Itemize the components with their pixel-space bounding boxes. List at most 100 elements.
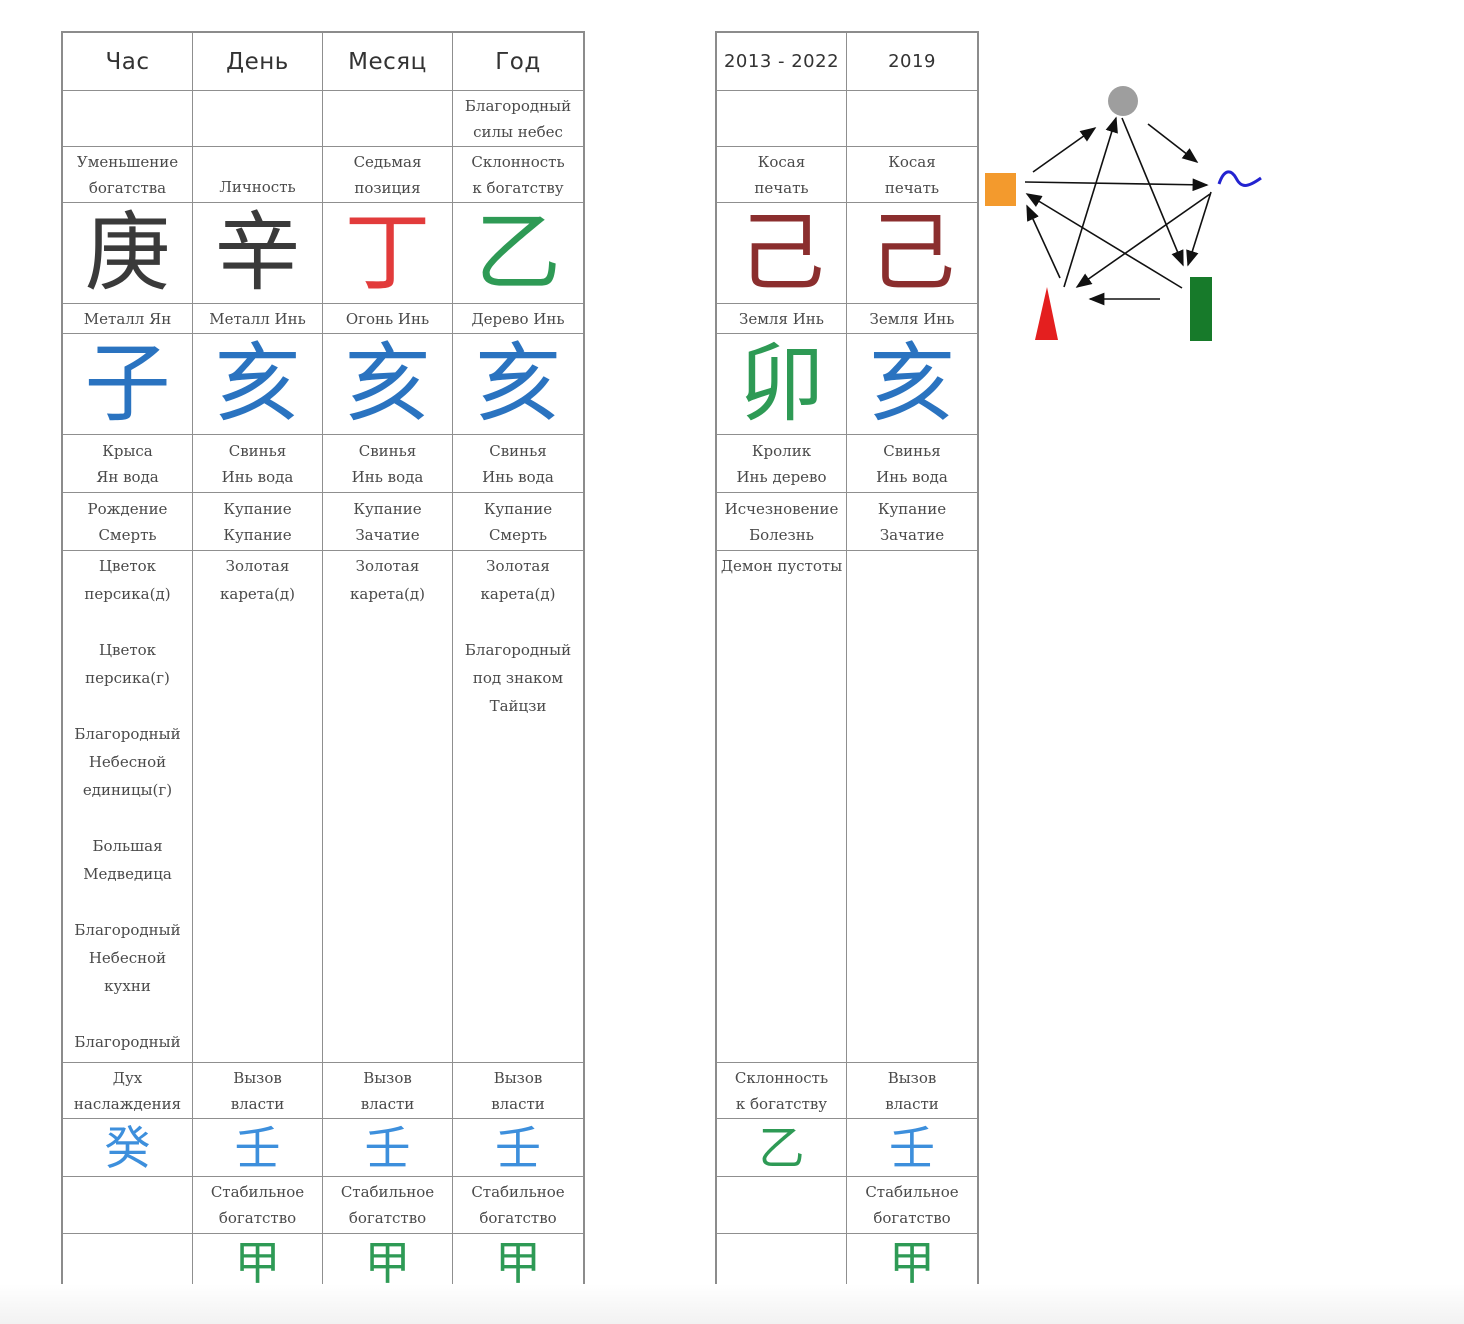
cell-text-line: карета(д): [220, 585, 295, 603]
arrow-fire-to-metal: [1063, 116, 1118, 288]
cell-text-line: Небесной: [88, 949, 167, 967]
stem-element-cell: Дерево Инь: [453, 304, 583, 334]
cell-text-line: печать: [754, 178, 809, 197]
branch-cell: 亥: [323, 334, 453, 435]
stem-element-cell: Металл Ян: [63, 304, 193, 334]
cell-text-line: единицы(г): [82, 781, 173, 799]
cell-text-line: Золотая: [486, 557, 550, 575]
god-top-cell: [63, 91, 193, 147]
cell-text-line: Благородный: [74, 921, 181, 939]
symbolic-stars-cell: Демон пустоты: [717, 551, 847, 1063]
cell-text-line: Уменьшение: [76, 152, 179, 171]
cell-text-line: Склонность: [734, 1068, 829, 1087]
column-header: 2013 - 2022: [717, 33, 847, 91]
cell-text-line: Демон пустоты: [720, 557, 843, 575]
cell-text-line: богатства: [88, 178, 167, 197]
cell-text-line: Купание: [483, 499, 553, 518]
heavenly-stem-glyph: 己: [738, 203, 825, 303]
cell-text-line: карета(д): [480, 585, 556, 603]
hidden-stem-glyph: 甲: [364, 1236, 411, 1290]
arrow-fire-to-earth: [1026, 204, 1061, 279]
column-header: Час: [63, 33, 193, 91]
hidden-stem-glyph: 甲: [495, 1236, 541, 1290]
cell-text-line: Стабильное: [340, 1183, 435, 1201]
stem-cell: 乙: [453, 203, 583, 304]
cell-text-line: Дух: [112, 1068, 143, 1087]
cell-text-line: Болезнь: [749, 525, 814, 544]
star-group: Благородныйлитературы: [74, 1029, 181, 1062]
column-header: Месяц: [323, 33, 453, 91]
branch-cell: 亥: [847, 334, 977, 435]
cell-text-line: Купание: [223, 525, 292, 544]
cell-text-line: Купание: [223, 499, 292, 518]
five-elements-diagram: [985, 86, 1262, 341]
cell-text-line: Вызов: [363, 1068, 412, 1087]
hidden-stem-glyph: 癸: [104, 1120, 151, 1175]
cell-text-line: Благородный: [464, 641, 572, 659]
stem-god-cell: Личность: [193, 147, 323, 203]
cell-text-line: Медведица: [83, 865, 172, 883]
page-bottom-shade: [0, 1284, 1464, 1324]
cell-text-line: Смерть: [98, 525, 157, 544]
earthly-branch-glyph: 亥: [475, 334, 561, 434]
cell-text-line: Инь вода: [221, 467, 294, 486]
god-top-cell: [323, 91, 453, 147]
branch-cell: 卯: [717, 334, 847, 435]
hidden2-god-cell: [63, 1177, 193, 1234]
cell-text-line: Исчезновение: [724, 499, 839, 518]
cell-text-line: богатство: [348, 1209, 427, 1227]
stem-element-cell: Земля Инь: [717, 304, 847, 334]
stem-cell: 丁: [323, 203, 453, 304]
column-header: День: [193, 33, 323, 91]
hidden2-god-cell: [717, 1177, 847, 1234]
hidden2-god-cell: Стабильное богатство: [323, 1177, 453, 1234]
cell-text-line: Благородный: [74, 1033, 181, 1051]
cell-text-line: силы небес: [473, 122, 563, 141]
earthly-branch-glyph: 卯: [738, 334, 825, 434]
branch-cell: 亥: [453, 334, 583, 435]
stem-element-cell: Металл Инь: [193, 304, 323, 334]
cell-text-line: печать: [884, 178, 940, 197]
stem-element-cell: Земля Инь: [847, 304, 977, 334]
hidden-stem-glyph: 壬: [234, 1120, 281, 1175]
hidden2-cell: [63, 1234, 193, 1292]
arrow-metal-to-water: [1147, 123, 1199, 163]
branch-cell: 子: [63, 334, 193, 435]
earthly-branch-glyph: 子: [84, 334, 171, 434]
hidden2-god-cell: Стабильное богатство: [453, 1177, 583, 1234]
cell-text-line: Стабильное: [471, 1183, 565, 1201]
hidden2-cell: [717, 1234, 847, 1292]
cell-text-line: Смерть: [488, 525, 548, 544]
cell-text-line: Ян вода: [96, 467, 159, 486]
heavenly-stem-glyph: 庚: [84, 203, 171, 303]
hidden-stem-glyph: 甲: [889, 1236, 935, 1290]
cell-text-line: богатство: [479, 1209, 557, 1227]
arrow-wood-to-earth: [1025, 193, 1183, 289]
wood-bar-icon: [1190, 277, 1212, 341]
water-wave-icon: [1217, 170, 1262, 187]
cell-text-line: Зачатие: [355, 525, 420, 544]
hidden1-cell: 癸: [63, 1119, 193, 1177]
cell-text-line: Инь вода: [351, 467, 424, 486]
god-top-cell: [193, 91, 323, 147]
hidden1-cell: 壬: [453, 1119, 583, 1177]
hidden-stem-glyph: 乙: [758, 1120, 805, 1175]
